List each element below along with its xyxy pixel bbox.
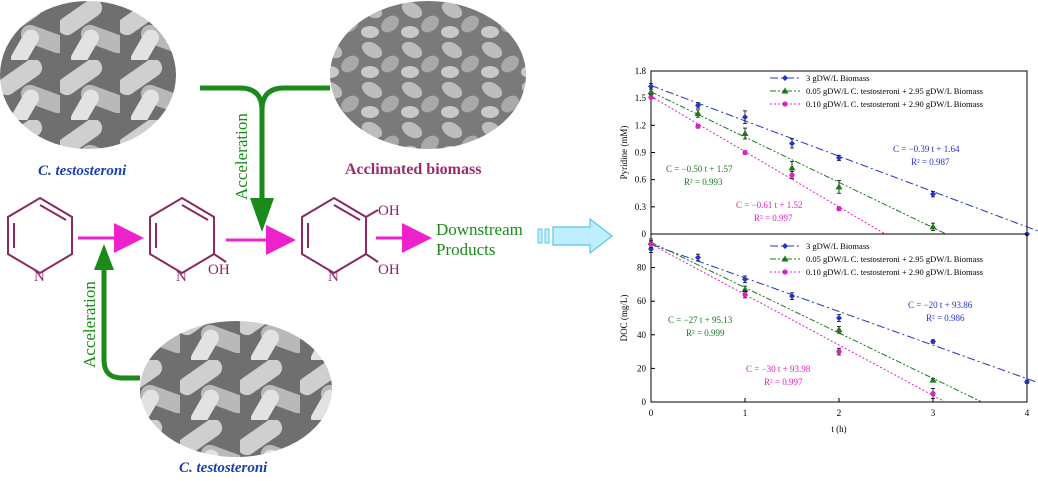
downstream-line-2: Products: [436, 240, 496, 259]
data-point-triangle: [929, 223, 937, 230]
data-point-diamond: [930, 338, 936, 345]
data-point-circle: [789, 172, 795, 178]
fit-equation: C = −0.61 t + 1.52: [736, 200, 802, 210]
fit-r2: R² = 0.997: [764, 377, 803, 387]
fit-line-1: [650, 91, 947, 235]
reaction-scheme: N N N OH OH OH: [0, 1, 613, 457]
fit-r2: R² = 0.987: [911, 157, 950, 167]
2-hydroxypyridine-structure: [149, 196, 227, 275]
2-3-dihydroxypyridine-structure: [301, 196, 379, 275]
sem-image-biomass: [330, 1, 526, 149]
data-point-diamond: [695, 102, 701, 109]
fit-r2: R² = 0.993: [684, 177, 723, 187]
data-point-diamond: [742, 276, 748, 283]
legend-marker: [781, 255, 789, 262]
legend-marker: [782, 75, 788, 81]
atom-n-3: N: [328, 269, 339, 285]
legend-entry: 0.10 gDW/L C. testosteroni + 2.90 gDW/L …: [806, 267, 983, 277]
legend-entry: 3 gDW/L Biomass: [806, 241, 869, 251]
data-point-diamond: [648, 246, 654, 253]
fit-line-2: [650, 95, 886, 235]
data-point-triangle: [788, 164, 796, 171]
fit-line-2: [650, 243, 946, 403]
fit-equation: C = −30 t + 93.98: [746, 364, 811, 374]
x-tick-label: 1: [743, 408, 748, 418]
atom-n-1: N: [34, 269, 45, 285]
data-point-diamond: [789, 293, 795, 300]
organism-label-bottom: C. testosteroni: [179, 460, 268, 476]
fit-equation: C = −20 t + 93.86: [908, 300, 973, 310]
legend-marker: [782, 101, 788, 107]
y-tick-label: 0: [642, 229, 647, 239]
acceleration-arrow-top: [200, 85, 265, 200]
atom-n-2: N: [176, 269, 187, 285]
group-oh-3: OH: [378, 262, 400, 278]
x-tick-label: 2: [837, 408, 842, 418]
x-tick-label: 3: [931, 408, 936, 418]
data-point-triangle: [647, 88, 655, 95]
group-oh-1: OH: [208, 262, 230, 278]
data-point-diamond: [695, 254, 701, 261]
fit-equation: C = −0.39 t + 1.64: [893, 144, 960, 154]
legend-marker: [782, 243, 788, 249]
sem-image-top: [0, 1, 176, 149]
fit-equation: C = −0.50 t + 1.57: [666, 164, 733, 174]
x-tick-label: 4: [1025, 408, 1030, 418]
data-point-triangle: [929, 376, 937, 383]
legend-marker: [782, 269, 788, 275]
x-axis-label: t (h): [831, 424, 846, 434]
pyridine-structure: [7, 196, 73, 275]
legend-marker: [781, 87, 789, 94]
acceleration-label-top: Acceleration: [232, 113, 251, 200]
data-point-circle: [836, 349, 842, 355]
data-point-triangle: [741, 285, 749, 292]
data-point-diamond: [1024, 378, 1030, 385]
data-point-diamond: [1024, 231, 1030, 237]
data-point-circle: [742, 291, 748, 298]
data-point-diamond: [930, 191, 936, 198]
data-point-triangle: [835, 326, 843, 333]
fit-line-1: [650, 241, 983, 403]
group-oh-2: OH: [378, 203, 400, 219]
data-point-circle: [695, 123, 701, 129]
fit-r2: R² = 0.999: [686, 328, 725, 338]
data-point-triangle: [741, 129, 749, 136]
legend-entry: 0.10 gDW/L C. testosteroni + 2.90 gDW/L …: [806, 99, 983, 109]
data-point-diamond: [836, 154, 842, 161]
data-point-diamond: [836, 315, 842, 321]
data-point-diamond: [789, 140, 795, 147]
fit-r2: R² = 0.986: [926, 313, 965, 323]
data-point-circle: [836, 206, 842, 212]
downstream-label: Downstream Products: [436, 220, 523, 260]
data-point-circle: [648, 241, 654, 247]
to-chart-arrow: [537, 217, 613, 255]
data-point-triangle: [835, 183, 843, 190]
organism-label-top: C. testosteroni: [38, 163, 127, 179]
y-tick-label: 0: [642, 397, 647, 407]
data-point-circle: [648, 94, 654, 100]
acceleration-label-bottom: Acceleration: [80, 281, 99, 368]
acceleration-arrow-bottom: [101, 268, 140, 381]
legend-entry: 3 gDW/L Biomass: [806, 73, 869, 83]
data-point-diamond: [648, 83, 654, 90]
sem-image-bottom: [140, 321, 332, 457]
data-point-circle: [930, 391, 936, 397]
fit-equation: C = −27 t + 95.13: [668, 315, 733, 325]
fit-line-0: [650, 85, 1038, 232]
data-point-circle: [742, 149, 748, 156]
x-tick-label: 0: [649, 408, 654, 418]
plot-frame-1: [650, 233, 1028, 403]
data-point-triangle: [694, 110, 702, 117]
data-point-diamond: [742, 114, 748, 121]
plot-frame-0: [650, 70, 1028, 235]
legend-entry: 0.05 gDW/L C. testosteroni + 2.95 gDW/L …: [806, 86, 983, 96]
downstream-line-1: Downstream: [436, 220, 523, 239]
biomass-label: Acclimated biomass: [345, 161, 482, 178]
fit-r2: R² = 0.997: [754, 213, 793, 223]
data-point-triangle: [647, 238, 655, 245]
legend-entry: 0.05 gDW/L C. testosteroni + 2.95 gDW/L …: [806, 254, 983, 264]
fit-line-0: [650, 243, 1038, 384]
